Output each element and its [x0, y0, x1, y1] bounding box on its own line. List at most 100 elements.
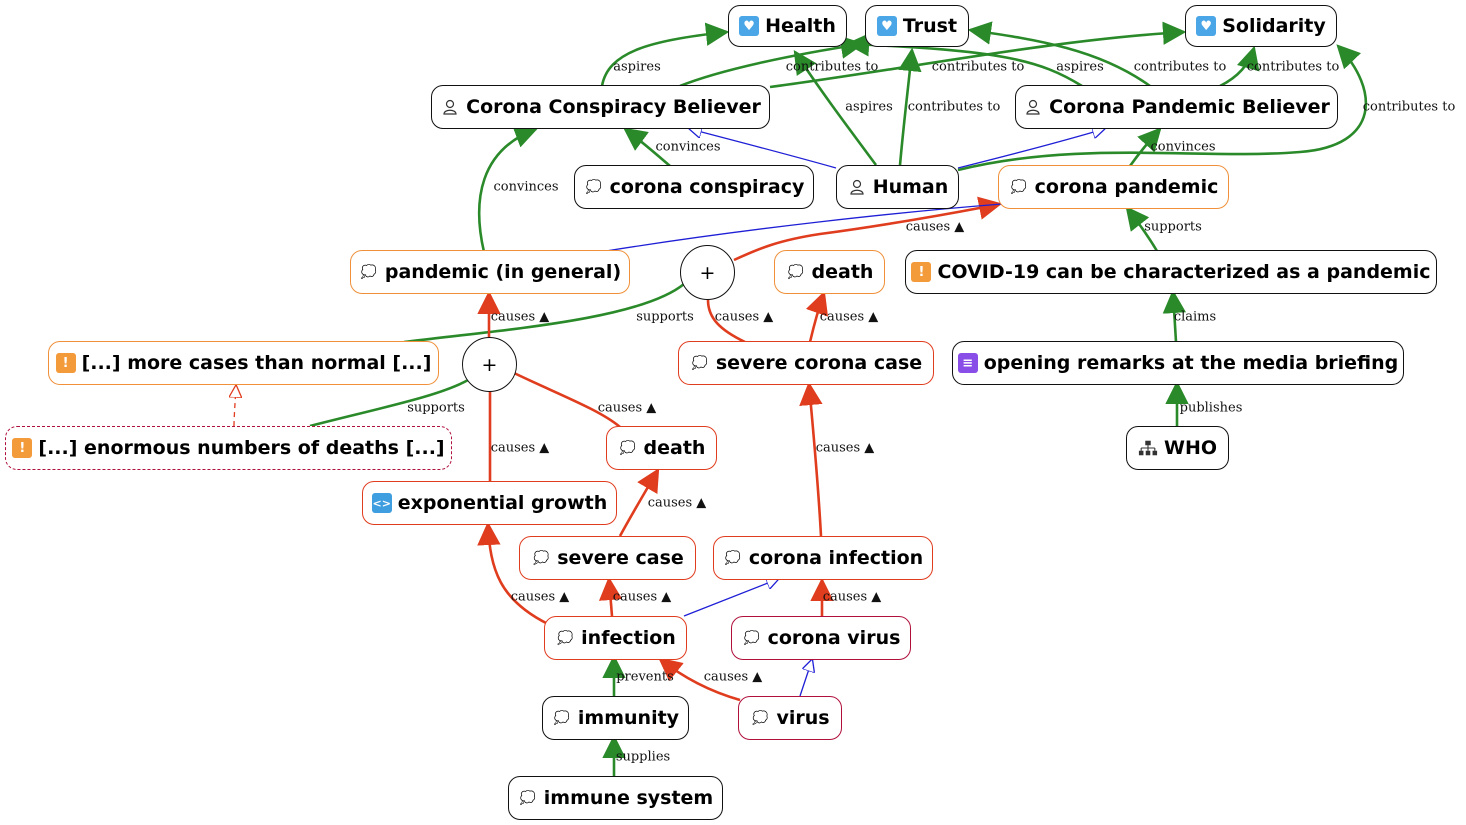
edge-label: causes ▲ [597, 400, 657, 416]
thought-icon: 💭 [519, 790, 536, 806]
edge-label: contributes to [1133, 59, 1227, 75]
node-corona-pandemic-believer[interactable]: Corona Pandemic Believer [1015, 85, 1338, 129]
node-corona-conspiracy[interactable]: 💭corona conspiracy [574, 165, 814, 209]
edge-remarks-claims [1162, 289, 1186, 343]
edge-label: contributes to [1362, 99, 1456, 115]
edge-label: contributes to [1246, 59, 1340, 75]
edge-label: aspires [1056, 59, 1104, 75]
edge-label: contributes to [907, 99, 1001, 115]
edge-label: causes ▲ [647, 495, 707, 511]
edge-label: claims [1173, 309, 1217, 325]
node-severe-case[interactable]: 💭severe case [519, 536, 696, 580]
node-severe-corona-case[interactable]: 💭severe corona case [678, 341, 934, 385]
node-human[interactable]: Human [836, 165, 959, 209]
edge-corona-pandemic-convinces [1128, 127, 1162, 167]
heart-icon: ♥ [876, 16, 897, 36]
thought-icon: 💭 [619, 440, 636, 456]
edge-label: causes ▲ [822, 589, 882, 605]
edge-infection-causes-exp-growth [477, 521, 549, 626]
edge-more-cases-supports-j1 [403, 282, 685, 344]
node-who[interactable]: WHO [1126, 426, 1229, 470]
person-icon [1023, 97, 1043, 117]
edge-label: causes ▲ [703, 669, 763, 685]
warning-icon: ! [911, 262, 932, 282]
edge-label: causes ▲ [815, 440, 875, 456]
node-opening-remarks[interactable]: ≡opening remarks at the media briefing [952, 341, 1404, 385]
junction-node[interactable]: + [462, 337, 517, 392]
edge-virus-causes-infection [658, 657, 741, 702]
edge-j2-causes-death [513, 371, 621, 428]
edge-severe-case-causes-death [618, 467, 660, 537]
node-corona-conspiracy-believer[interactable]: Corona Conspiracy Believer [431, 85, 770, 129]
junction-node[interactable]: + [680, 245, 735, 300]
thought-icon: 💭 [691, 355, 708, 371]
edge-label: aspires [613, 59, 661, 75]
node-immune-system[interactable]: 💭immune system [508, 776, 723, 820]
edge-label: causes ▲ [905, 219, 965, 235]
edge-conspiracy-believer-aspires-health [600, 22, 730, 87]
edge-label: convinces [655, 139, 721, 155]
edge-label: supplies [615, 749, 671, 765]
edge-conspiracy-believer-contributes-solidarity [769, 21, 1187, 89]
edge-pandemic-believer-contributes-solidarity [1219, 45, 1260, 88]
edge-label: convinces [493, 179, 559, 195]
edge-label: convinces [1150, 139, 1216, 155]
thought-icon: 💭 [787, 264, 804, 280]
node-pandemic-general[interactable]: 💭pandemic (in general) [350, 250, 630, 294]
edge-label: causes ▲ [490, 440, 550, 456]
edge-severe-corona-case-to-j1 [706, 299, 746, 344]
node-trust[interactable]: ♥Trust [865, 5, 969, 47]
node-infection[interactable]: 💭infection [544, 616, 687, 660]
edge-label: causes ▲ [612, 589, 672, 605]
node-health[interactable]: ♥Health [728, 5, 847, 47]
edge-enormous-supports-j2 [309, 378, 469, 428]
edge-virus-specializes-corona-virus [799, 660, 812, 697]
person-icon [440, 97, 460, 117]
node-solidarity[interactable]: ♥Solidarity [1185, 5, 1337, 47]
thought-icon: 💭 [585, 179, 602, 195]
thought-icon: 💭 [743, 630, 760, 646]
edge-human-aspires-health [793, 50, 878, 166]
node-exponential-growth[interactable]: <>exponential growth [362, 481, 617, 525]
node-covid-claim[interactable]: !COVID-19 can be characterized as a pand… [905, 250, 1437, 294]
node-immunity[interactable]: 💭immunity [542, 696, 689, 740]
edge-human-contributes-trust [898, 47, 922, 166]
edge-corona-infection-causes-severe-corona-case [799, 381, 823, 537]
edge-label: supports [636, 309, 694, 325]
edge-label: causes ▲ [819, 309, 879, 325]
edge-corona-conspiracy-convinces [623, 127, 671, 167]
edge-label: aspires [845, 99, 893, 115]
edge-severe-corona-causes-death [805, 290, 829, 343]
person-icon [847, 177, 867, 197]
edge-label: contributes to [931, 59, 1025, 75]
edge-enormous-deaths-to-more-cases [234, 386, 236, 427]
edge-claim-supports-corona-pandemic [1125, 206, 1159, 252]
code-icon: <> [371, 493, 392, 513]
edge-pandemic-general-convinces [477, 125, 539, 253]
edge-j1-causes-corona-pandemic [733, 196, 1003, 262]
thought-icon: 💭 [553, 710, 571, 726]
heart-icon: ♥ [1196, 16, 1217, 36]
node-death-top[interactable]: 💭death [774, 250, 885, 294]
edge-pandemic-general-to-corona-pandemic [605, 203, 1003, 252]
node-corona-pandemic[interactable]: 💭corona pandemic [998, 165, 1229, 209]
node-virus[interactable]: 💭virus [738, 696, 842, 740]
edge-label: supports [1144, 219, 1202, 235]
thought-icon: 💭 [1010, 179, 1027, 195]
node-death-mid[interactable]: 💭death [606, 426, 717, 470]
thought-icon: 💭 [557, 630, 574, 646]
warning-icon: ! [55, 353, 76, 373]
edge-label: prevents [616, 669, 674, 685]
edge-label: supports [407, 400, 465, 416]
node-more-cases[interactable]: ![...] more cases than normal [...] [48, 341, 439, 385]
thought-icon: 💭 [724, 550, 741, 566]
thought-icon: 💭 [752, 710, 769, 726]
node-enormous-deaths[interactable]: ![...] enormous numbers of deaths [...] [5, 426, 452, 470]
organization-icon [1138, 438, 1158, 458]
node-corona-infection[interactable]: 💭corona infection [713, 536, 933, 580]
thought-icon: 💭 [360, 264, 377, 280]
warning-icon: ! [12, 438, 33, 458]
heart-icon: ♥ [739, 16, 760, 36]
node-corona-virus[interactable]: 💭corona virus [731, 616, 911, 660]
